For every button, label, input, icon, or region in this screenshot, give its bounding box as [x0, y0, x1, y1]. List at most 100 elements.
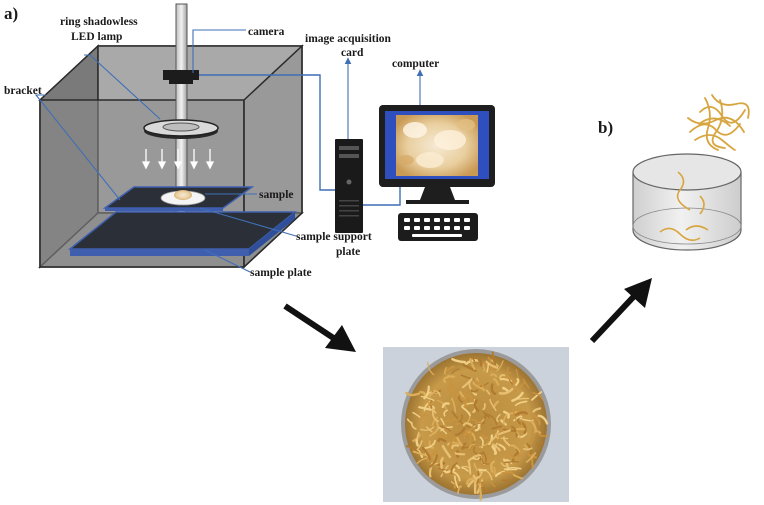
noodle-strand — [478, 480, 484, 487]
panel-label-a: a) — [4, 4, 18, 23]
noodle-strand — [492, 466, 496, 476]
label-bracket: bracket — [4, 85, 42, 97]
noodle-strand — [450, 470, 461, 482]
noodle-strand — [482, 364, 486, 372]
noodle-strand — [464, 392, 474, 403]
noodle-strand — [507, 366, 512, 374]
noodle-strand — [478, 487, 482, 501]
noodle-strand — [461, 395, 468, 399]
noodle-strand — [502, 436, 511, 447]
sample-dish-photo — [383, 347, 569, 502]
noodle-strand — [471, 419, 479, 424]
noodle-strand — [531, 413, 541, 426]
noodle-strand — [468, 443, 476, 449]
noodle-strand — [514, 381, 526, 392]
noodle-strand — [451, 368, 460, 374]
noodle-strand — [451, 410, 459, 419]
noodle-strand — [443, 409, 449, 417]
pc-tower-icon — [335, 139, 363, 233]
noodle-strand — [514, 378, 520, 386]
noodle-strand — [470, 389, 479, 393]
noodle-strand — [526, 442, 533, 455]
noodle-strand — [423, 400, 432, 412]
noodle-strand — [469, 430, 472, 445]
noodle-strand — [471, 355, 476, 362]
noodle-strand — [426, 450, 438, 462]
noodle-strand — [463, 426, 474, 436]
noodle-strand — [491, 445, 498, 455]
noodle-strand — [458, 420, 471, 429]
noodle-strand — [514, 400, 528, 406]
noodle-strand — [420, 395, 435, 402]
label-camera: camera — [248, 26, 285, 38]
noodle-strand — [436, 455, 441, 462]
noodle-strand — [482, 403, 486, 411]
noodle-strand — [451, 397, 457, 413]
noodle-strand — [456, 436, 463, 447]
noodle-strand — [415, 438, 420, 447]
noodle-strand — [412, 411, 421, 418]
noodle-strand — [476, 479, 484, 494]
noodle-strand — [405, 391, 421, 397]
noodle-strand — [430, 399, 433, 409]
noodle-strand — [517, 397, 530, 400]
noodle-strand — [478, 468, 487, 472]
label-ring-lamp-line2: LED lamp — [71, 31, 122, 43]
computer-monitor-icon — [379, 105, 495, 204]
noodle-strand — [447, 383, 452, 393]
noodle-strand — [443, 376, 450, 384]
noodle-strand — [496, 360, 504, 372]
noodle-strand — [516, 431, 521, 440]
noodle-strand — [445, 416, 458, 423]
noodle-strand — [517, 419, 523, 433]
noodle-strand — [490, 460, 496, 474]
noodle-strand — [441, 444, 452, 459]
ring-led-lamp-icon — [143, 119, 219, 139]
noodle-strand — [520, 421, 527, 435]
noodle-strand — [498, 426, 505, 442]
label-support-line1: sample support — [296, 231, 372, 243]
noodle-strand — [462, 363, 477, 372]
noodle-strand — [485, 360, 499, 369]
noodle-strand — [418, 406, 432, 411]
noodle-strand — [482, 451, 487, 463]
noodle-strand — [478, 441, 490, 448]
noodle-strand — [536, 431, 549, 438]
noodle-strand — [461, 467, 469, 472]
noodle-strand — [532, 407, 542, 413]
noodle-strand — [421, 446, 431, 461]
label-acq-card-line1: image acquisition — [305, 33, 392, 45]
noodle-strand — [416, 432, 420, 440]
noodle-strand — [429, 453, 438, 468]
noodle-strand — [503, 461, 519, 464]
noodle-strand — [530, 453, 534, 469]
noodle-strand — [475, 380, 485, 387]
flow-arrow-up-right-icon — [589, 278, 652, 344]
noodle-strand — [405, 445, 420, 454]
noodle-strand — [514, 411, 528, 417]
label-support-line2: plate — [336, 246, 360, 258]
noodle-strand — [525, 452, 537, 463]
test-cylinder-icon — [632, 153, 742, 251]
noodle-strand — [478, 418, 485, 430]
noodle-strand — [423, 385, 430, 400]
label-sample: sample — [259, 189, 294, 201]
noodle-strand — [482, 411, 491, 419]
noodle-strand — [490, 373, 498, 378]
noodle-strand — [523, 447, 533, 451]
noodle-strand — [505, 371, 514, 381]
noodle-strand — [491, 443, 501, 452]
computer-cable — [362, 183, 401, 206]
noodle-strand — [427, 362, 435, 376]
noodle-strand — [424, 439, 436, 449]
noodle-strand — [471, 456, 480, 460]
noodle-strand — [498, 443, 506, 451]
noodle-strand — [477, 358, 483, 367]
noodle-strand — [428, 405, 437, 414]
noodle-strand — [486, 470, 493, 481]
sample-icon — [174, 190, 192, 200]
noodle-strand — [536, 441, 544, 446]
noodle-strand — [440, 417, 445, 426]
noodle-strand — [488, 478, 496, 488]
